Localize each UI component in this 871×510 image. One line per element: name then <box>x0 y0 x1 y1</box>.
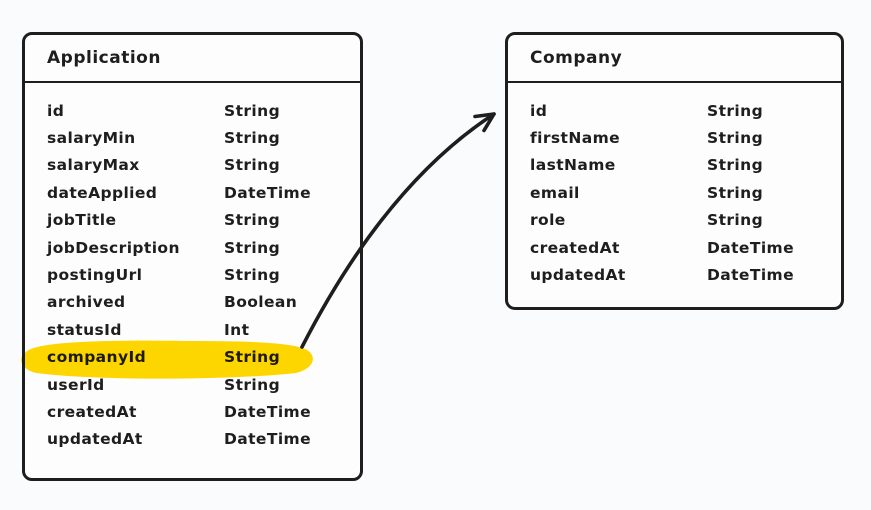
field-type: String <box>707 101 764 120</box>
field-name: createdAt <box>47 402 137 421</box>
field-type: DateTime <box>224 183 311 202</box>
field-type: String <box>224 101 281 120</box>
field-type: String <box>224 238 281 257</box>
field-row-salaryMax: salaryMax String <box>47 152 360 179</box>
field-name: dateApplied <box>47 183 158 202</box>
field-type: String <box>224 129 281 148</box>
field-row-lastName: lastName String <box>530 152 841 179</box>
field-row-role: role String <box>530 207 841 234</box>
field-name: email <box>530 183 580 202</box>
field-type: Boolean <box>224 293 298 312</box>
field-name: firstName <box>530 129 621 148</box>
arrow-head <box>473 112 496 133</box>
field-name: updatedAt <box>47 430 143 449</box>
field-name: lastName <box>530 156 616 175</box>
field-type: DateTime <box>224 402 311 421</box>
field-name: userId <box>47 375 105 394</box>
field-name: updatedAt <box>530 266 626 285</box>
field-type: String <box>224 211 281 230</box>
field-row-archived: archived Boolean <box>47 289 360 316</box>
field-name: statusId <box>47 320 122 339</box>
field-type: String <box>707 156 764 175</box>
field-type: String <box>707 211 764 230</box>
field-name: jobTitle <box>47 211 117 230</box>
entity-title: Company <box>530 48 623 68</box>
field-type: String <box>224 266 281 285</box>
field-name: createdAt <box>530 238 620 257</box>
field-row-updatedAt: updatedAt DateTime <box>47 426 360 453</box>
field-name: salaryMax <box>47 156 140 175</box>
field-name: role <box>530 211 566 230</box>
field-type: DateTime <box>224 430 311 449</box>
field-row-email: email String <box>530 179 841 206</box>
entity-title: Application <box>47 48 161 68</box>
field-row-companyId: companyId String <box>47 344 360 371</box>
field-row-createdAt: createdAt DateTime <box>47 398 360 425</box>
field-type: String <box>707 129 764 148</box>
field-name: id <box>47 101 65 120</box>
field-row-id: id String <box>47 97 360 124</box>
field-row-userId: userId String <box>47 371 360 398</box>
entity-header: Company <box>508 35 841 83</box>
field-name: id <box>530 101 548 120</box>
field-name: jobDescription <box>47 238 180 257</box>
field-row-statusId: statusId Int <box>47 316 360 343</box>
field-row-jobDescription: jobDescription String <box>47 234 360 261</box>
field-name: postingUrl <box>47 266 143 285</box>
field-type: String <box>707 183 764 202</box>
field-name: salaryMin <box>47 129 136 148</box>
field-type: DateTime <box>707 238 794 257</box>
field-row-salaryMin: salaryMin String <box>47 124 360 151</box>
field-type: String <box>224 156 281 175</box>
field-type: DateTime <box>707 266 794 285</box>
field-row-jobTitle: jobTitle String <box>47 207 360 234</box>
field-type: String <box>224 375 281 394</box>
field-name: companyId <box>47 348 147 367</box>
field-name: archived <box>47 293 126 312</box>
field-row-firstName: firstName String <box>530 124 841 151</box>
field-type: Int <box>224 320 250 339</box>
field-type: String <box>224 348 281 367</box>
field-row-createdAt: createdAt DateTime <box>530 234 841 261</box>
field-row-id: id String <box>530 97 841 124</box>
field-row-postingUrl: postingUrl String <box>47 261 360 288</box>
entity-header: Application <box>25 35 360 83</box>
field-row-dateApplied: dateApplied DateTime <box>47 179 360 206</box>
field-row-updatedAt: updatedAt DateTime <box>530 261 841 288</box>
